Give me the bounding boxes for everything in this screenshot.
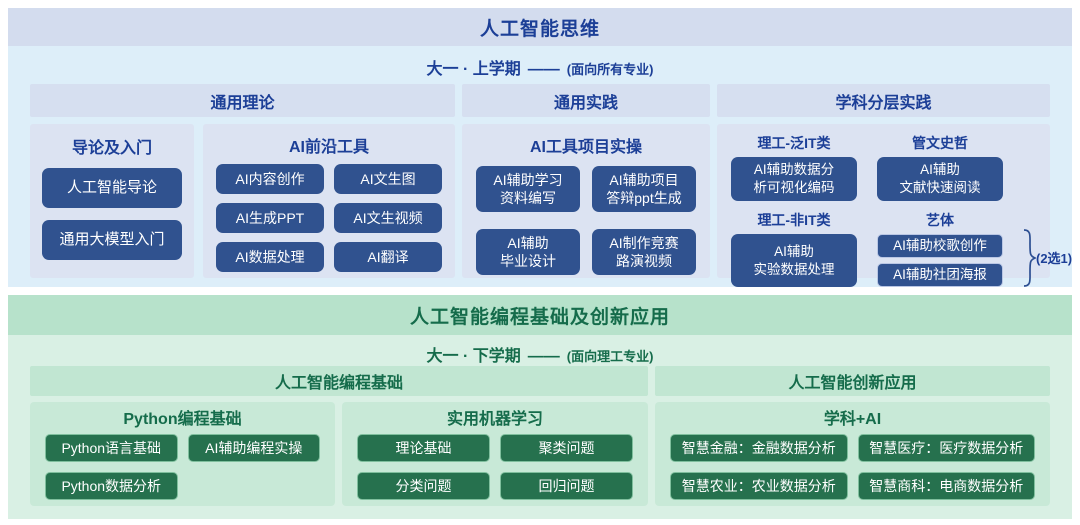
- panel-buttons: Python语言基础 AI辅助编程实操 Python数据分析: [45, 434, 320, 500]
- column-discipline-practice: 学科分层实践 理工-泛IT类 AI辅助数据分 析可视化编码 管文史哲 AI辅助 …: [717, 84, 1072, 287]
- panel-buttons: 智慧金融：金融数据分析 智慧医疗：医疗数据分析 智慧农业：农业数据分析 智慧商科…: [670, 434, 1035, 500]
- course-button: AI辅助 毕业设计: [476, 229, 580, 275]
- audience-label: (面向理工专业): [566, 349, 654, 364]
- panel-ai-frontier-tools: AI前沿工具 AI内容创作 AI文生图 AI生成PPT AI文生视频 AI数据处…: [203, 124, 455, 278]
- group-sci-it: 理工-泛IT类 AI辅助数据分 析可视化编码: [731, 133, 857, 201]
- section-ai-thinking: 人工智能思维 大一 · 上学期 —— (面向所有专业) 通用理论 导论及入门 人…: [8, 8, 1072, 287]
- panel-buttons: 人工智能导论 通用大模型入门: [42, 156, 182, 266]
- course-button: 智慧金融：金融数据分析: [670, 434, 848, 462]
- panel-discipline-groups: 理工-泛IT类 AI辅助数据分 析可视化编码 管文史哲 AI辅助 文献快速阅读 …: [717, 124, 1072, 287]
- course-button: AI翻译: [334, 242, 442, 272]
- group-sci-non-it: 理工-非IT类 AI辅助 实验数据处理: [731, 210, 857, 287]
- dash-separator: ——: [527, 61, 560, 78]
- semester-line-bottom: 大一 · 下学期 —— (面向理工专业): [8, 335, 1072, 365]
- course-button: AI文生视频: [334, 203, 442, 233]
- course-button: 聚类问题: [500, 434, 633, 462]
- course-button: AI辅助编程实操: [187, 434, 320, 462]
- panel-title: 导论及入门: [71, 140, 152, 157]
- section-title-ai-thinking: 人工智能思维: [8, 8, 1072, 46]
- course-button: 理论基础: [357, 434, 490, 462]
- top-columns: 通用理论 导论及入门 人工智能导论 通用大模型入门 AI前沿工具 AI内容创作 …: [8, 84, 1072, 287]
- course-button: AI辅助数据分 析可视化编码: [731, 157, 857, 201]
- column-header-programming-basics: 人工智能编程基础: [30, 366, 648, 396]
- audience-label: (面向所有专业): [566, 62, 654, 77]
- panel-buttons: AI辅助学习 资料编写 AI辅助项目 答辩ppt生成 AI辅助 毕业设计 AI制…: [476, 166, 696, 275]
- course-button: Python数据分析: [45, 472, 178, 500]
- panel-ai-tool-projects: AI工具项目实操 AI辅助学习 资料编写 AI辅助项目 答辩ppt生成 AI辅助…: [462, 124, 710, 278]
- column-header-innovation-apps: 人工智能创新应用: [655, 366, 1050, 396]
- column-general-practice: 通用实践 AI工具项目实操 AI辅助学习 资料编写 AI辅助项目 答辩ppt生成…: [462, 84, 710, 278]
- dash-separator: ——: [527, 348, 560, 365]
- course-button: AI辅助 实验数据处理: [731, 234, 857, 287]
- course-button: AI数据处理: [216, 242, 324, 272]
- choice-annotation: (2选1): [1023, 228, 1072, 287]
- group-label: 艺体: [926, 212, 954, 228]
- choice-pair: AI辅助校歌创作 AI辅助社团海报: [877, 234, 1003, 287]
- course-button: 智慧农业：农业数据分析: [670, 472, 848, 500]
- column-header-discipline-practice: 学科分层实践: [717, 84, 1050, 117]
- group-label: 管文史哲: [912, 135, 968, 151]
- course-button: AI辅助学习 资料编写: [476, 166, 580, 212]
- bottom-headers: 人工智能编程基础 人工智能创新应用: [8, 366, 1072, 396]
- general-theory-panels: 导论及入门 人工智能导论 通用大模型入门 AI前沿工具 AI内容创作 AI文生图…: [30, 124, 455, 278]
- group-label: 理工-非IT类: [757, 212, 831, 228]
- panel-title: AI工具项目实操: [529, 139, 642, 156]
- panel-title: 学科+AI: [823, 411, 882, 428]
- course-button: 智慧医疗：医疗数据分析: [857, 434, 1035, 462]
- bottom-panels: Python编程基础 Python语言基础 AI辅助编程实操 Python数据分…: [8, 402, 1072, 506]
- course-button: 人工智能导论: [42, 168, 182, 208]
- course-button: AI辅助 文献快速阅读: [877, 157, 1003, 201]
- panel-introduction: 导论及入门 人工智能导论 通用大模型入门: [30, 124, 194, 278]
- course-button: 通用大模型入门: [42, 220, 182, 260]
- course-button: 智慧商科：电商数据分析: [857, 472, 1035, 500]
- column-header-general-theory: 通用理论: [30, 84, 455, 117]
- course-button: Python语言基础: [45, 434, 178, 462]
- course-button: AI制作竞赛 路演视频: [592, 229, 696, 275]
- group-arts-sports: 艺体 AI辅助校歌创作 AI辅助社团海报: [877, 210, 1003, 287]
- column-general-theory: 通用理论 导论及入门 人工智能导论 通用大模型入门 AI前沿工具 AI内容创作 …: [30, 84, 455, 278]
- course-button: AI内容创作: [216, 164, 324, 194]
- panel-title: Python编程基础: [123, 411, 242, 428]
- column-header-general-practice: 通用实践: [462, 84, 710, 117]
- group-label: 理工-泛IT类: [757, 135, 831, 151]
- section-title-ai-programming: 人工智能编程基础及创新应用: [8, 295, 1072, 335]
- group-humanities: 管文史哲 AI辅助 文献快速阅读: [877, 133, 1003, 201]
- panel-machine-learning: 实用机器学习 理论基础 聚类问题 分类问题 回归问题: [342, 402, 648, 506]
- course-button: 分类问题: [357, 472, 490, 500]
- semester-label: 大一 · 下学期: [426, 348, 521, 365]
- panel-title: 实用机器学习: [446, 411, 543, 428]
- course-button: AI辅助项目 答辩ppt生成: [592, 166, 696, 212]
- semester-label: 大一 · 上学期: [426, 61, 521, 78]
- semester-line-top: 大一 · 上学期 —— (面向所有专业): [8, 46, 1072, 78]
- course-button: AI生成PPT: [216, 203, 324, 233]
- course-button: AI辅助校歌创作: [877, 234, 1003, 258]
- section-ai-programming: 人工智能编程基础及创新应用 大一 · 下学期 —— (面向理工专业) 人工智能编…: [8, 295, 1072, 519]
- brace-icon: [1023, 228, 1036, 287]
- panel-discipline-plus-ai: 学科+AI 智慧金融：金融数据分析 智慧医疗：医疗数据分析 智慧农业：农业数据分…: [655, 402, 1050, 506]
- course-button: 回归问题: [500, 472, 633, 500]
- panel-buttons: AI内容创作 AI文生图 AI生成PPT AI文生视频 AI数据处理 AI翻译: [216, 164, 442, 272]
- choice-note: (2选1): [1036, 251, 1073, 266]
- panel-python-basics: Python编程基础 Python语言基础 AI辅助编程实操 Python数据分…: [30, 402, 335, 506]
- panel-buttons: 理论基础 聚类问题 分类问题 回归问题: [357, 434, 633, 500]
- course-button: AI文生图: [334, 164, 442, 194]
- course-button: AI辅助社团海报: [877, 263, 1003, 287]
- panel-title: AI前沿工具: [288, 139, 369, 156]
